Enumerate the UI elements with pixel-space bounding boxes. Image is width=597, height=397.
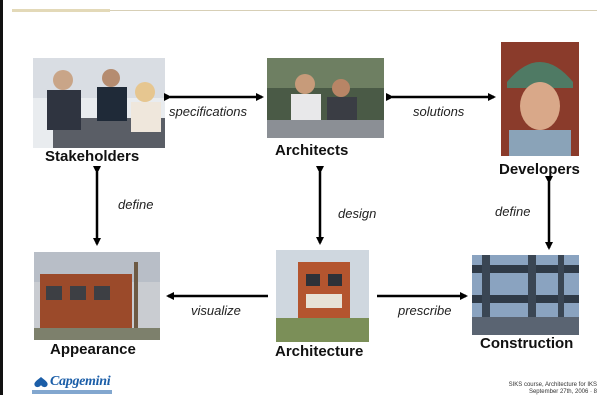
- edge-label-specifications: specifications: [169, 104, 248, 119]
- appearance-photo: [34, 252, 160, 340]
- architects-label: Architects: [275, 142, 349, 159]
- developers-photo: [501, 42, 579, 156]
- footer-text: SIKS course, Architecture for IKS Septem…: [509, 382, 597, 396]
- edge-label-prescribe: prescribe: [398, 303, 452, 318]
- architecture-label: Architecture: [275, 343, 364, 360]
- architects-photo: [267, 58, 384, 138]
- footer-course: SIKS course, Architecture for IKS: [508, 382, 597, 388]
- developers-label: Developers: [499, 161, 580, 178]
- edge-label-visualize: visualize: [191, 303, 241, 318]
- construction-label: Construction: [480, 335, 574, 352]
- edge-label-define-right: define: [495, 204, 531, 219]
- capgemini-logo: Capgemini: [32, 374, 114, 395]
- stakeholders-photo: [33, 58, 165, 148]
- logo-underline: [32, 390, 112, 394]
- architecture-photo: [276, 250, 369, 342]
- top-rule: [12, 10, 597, 11]
- logo-text: Capgemini: [50, 374, 111, 389]
- appearance-label: Appearance: [50, 341, 136, 358]
- edge-label-solutions: solutions: [413, 104, 465, 119]
- stakeholders-label: Stakeholders: [45, 148, 140, 165]
- footer-date: September 27th, 2006 · 8: [528, 389, 597, 395]
- top-accent: [12, 9, 110, 12]
- construction-photo: [472, 255, 579, 335]
- edge-label-design: design: [338, 206, 377, 221]
- spade-icon: [34, 377, 48, 388]
- edge-label-define-left: define: [118, 197, 154, 212]
